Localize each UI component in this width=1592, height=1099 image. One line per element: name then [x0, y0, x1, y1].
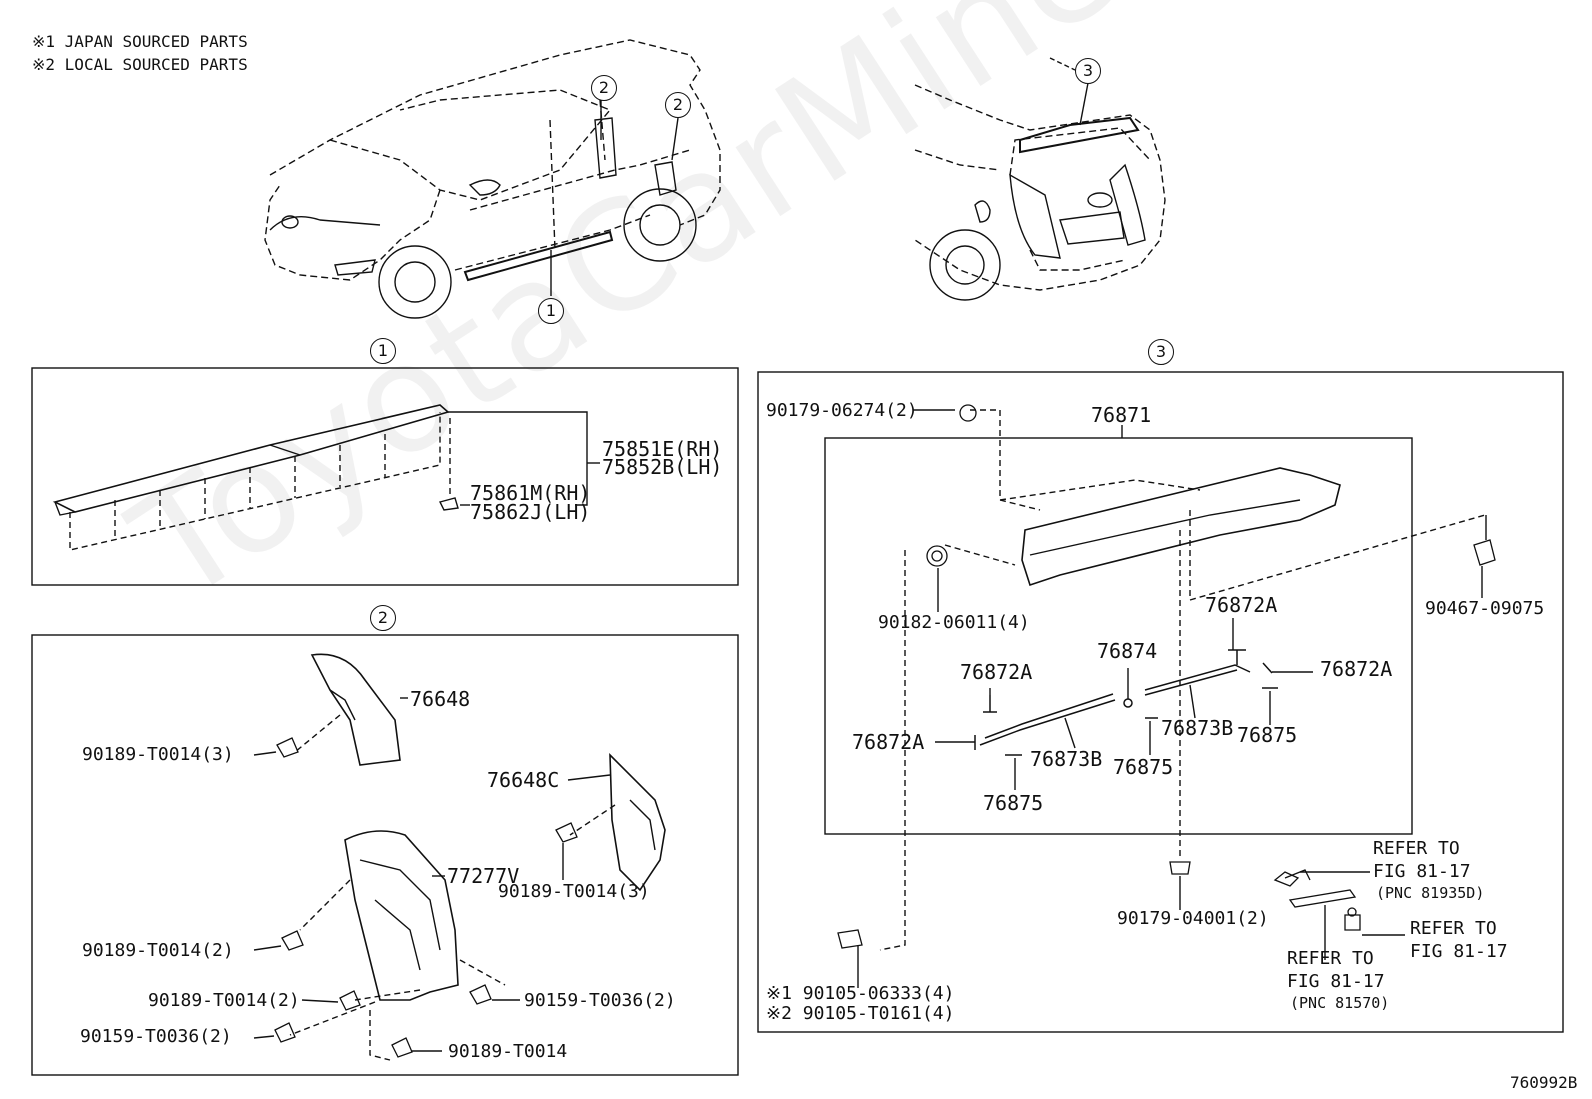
part-label-76872a-top: 76872A — [1205, 593, 1278, 617]
panel-2-heading: 2 — [370, 605, 396, 631]
callout-3-vehicle: 3 — [1075, 58, 1101, 84]
part-label-90179-04001: 90179-04001(2) — [1117, 908, 1269, 929]
panel-1-heading: 1 — [370, 338, 396, 364]
part-label-76874: 76874 — [1097, 639, 1158, 663]
panel-3-heading: 3 — [1148, 339, 1174, 365]
refer-to-1-pnc: (PNC 81935D) — [1376, 884, 1485, 902]
rear-spoiler — [1021, 467, 1341, 587]
refer-to-2-line1: REFER TO — [1410, 918, 1497, 939]
part-label-90159-t0036-2b: 90159-T0036(2) — [80, 1026, 232, 1047]
mudguard-76648 — [310, 653, 401, 766]
part-label-76872a-upper-left: 76872A — [960, 660, 1033, 684]
refer-to-3-line1: REFER TO — [1287, 948, 1374, 969]
part-label-76873b-left: 76873B — [1030, 747, 1103, 771]
panel-1-frame — [31, 367, 739, 586]
referred-parts — [1273, 869, 1361, 931]
vehicle-rear-solid — [929, 57, 1146, 301]
refer-to-3-pnc: (PNC 81570) — [1290, 994, 1390, 1012]
part-label-76875-left: 76875 — [983, 791, 1044, 815]
part-label-76872a-right: 76872A — [1320, 657, 1393, 681]
moulding-clip — [438, 497, 459, 511]
part-label-90189-t0014-3b: 90189-T0014(3) — [498, 881, 650, 902]
part-label-90105-06333: ※1 90105-06333(4) — [766, 983, 955, 1004]
part-label-90105-t0161: ※2 90105-T0161(4) — [766, 1003, 955, 1024]
part-label-76648c: 76648C — [487, 768, 560, 792]
part-label-90182-06011: 90182-06011(4) — [878, 612, 1030, 633]
panel-3-frame — [757, 371, 1564, 1033]
part-label-75862j: 75862J(LH) — [470, 500, 591, 524]
part-label-76873b-right: 76873B — [1161, 716, 1234, 740]
callout-2-upper-left: 2 — [591, 75, 617, 101]
part-label-77277v: 77277V — [447, 864, 520, 888]
liner-77277v — [344, 830, 459, 1001]
part-label-75861m: 75861M(RH) — [470, 481, 591, 505]
part-label-76872a-left: 76872A — [852, 730, 925, 754]
note-local-sourced: ※2 LOCAL SOURCED PARTS — [32, 55, 248, 74]
figure-id: 760992B — [1510, 1073, 1578, 1092]
part-label-76871: 76871 — [1091, 403, 1152, 427]
panel-3-inner-frame — [824, 437, 1413, 835]
fastener-clips — [274, 737, 578, 1058]
refer-to-1-line2: FIG 81-17 — [1373, 861, 1471, 882]
part-label-90189-t0014-3a: 90189-T0014(3) — [82, 744, 234, 765]
part-label-75851e: 75851E(RH) — [602, 437, 723, 461]
part-label-90467-09075: 90467-09075 — [1425, 598, 1545, 619]
note-japan-sourced: ※1 JAPAN SOURCED PARTS — [32, 32, 248, 51]
part-label-90159-t0036-2a: 90159-T0036(2) — [524, 990, 676, 1011]
part-label-90189-t0014-2b: 90189-T0014(2) — [148, 990, 300, 1011]
part-label-90189-t0014-2a: 90189-T0014(2) — [82, 940, 234, 961]
part-label-76875-middle: 76875 — [1113, 755, 1174, 779]
callout-2-upper-right: 2 — [665, 92, 691, 118]
part-label-76875-right: 76875 — [1237, 723, 1298, 747]
part-label-90189-t0014: 90189-T0014 — [448, 1041, 568, 1062]
mudguard-76648c — [609, 753, 666, 892]
refer-to-1-line1: REFER TO — [1373, 838, 1460, 859]
part-label-76648: 76648 — [410, 687, 471, 711]
rocker-moulding — [52, 404, 450, 516]
panel3-clips — [837, 404, 1496, 949]
refer-to-3-line2: FIG 81-17 — [1287, 971, 1385, 992]
panel-2-frame — [31, 634, 739, 1076]
vehicle-front-solid — [269, 117, 697, 319]
callout-1-vehicle: 1 — [538, 298, 564, 324]
refer-to-2-line2: FIG 81-17 — [1410, 941, 1508, 962]
tape-strips — [974, 649, 1278, 756]
vehicle-front-view — [264, 39, 721, 281]
moulding-dash-lines — [69, 412, 451, 551]
part-label-75852b: 75852B(LH) — [602, 455, 723, 479]
part-label-90179-06274: 90179-06274(2) — [766, 400, 918, 421]
vehicle-rear-view — [914, 84, 1166, 291]
